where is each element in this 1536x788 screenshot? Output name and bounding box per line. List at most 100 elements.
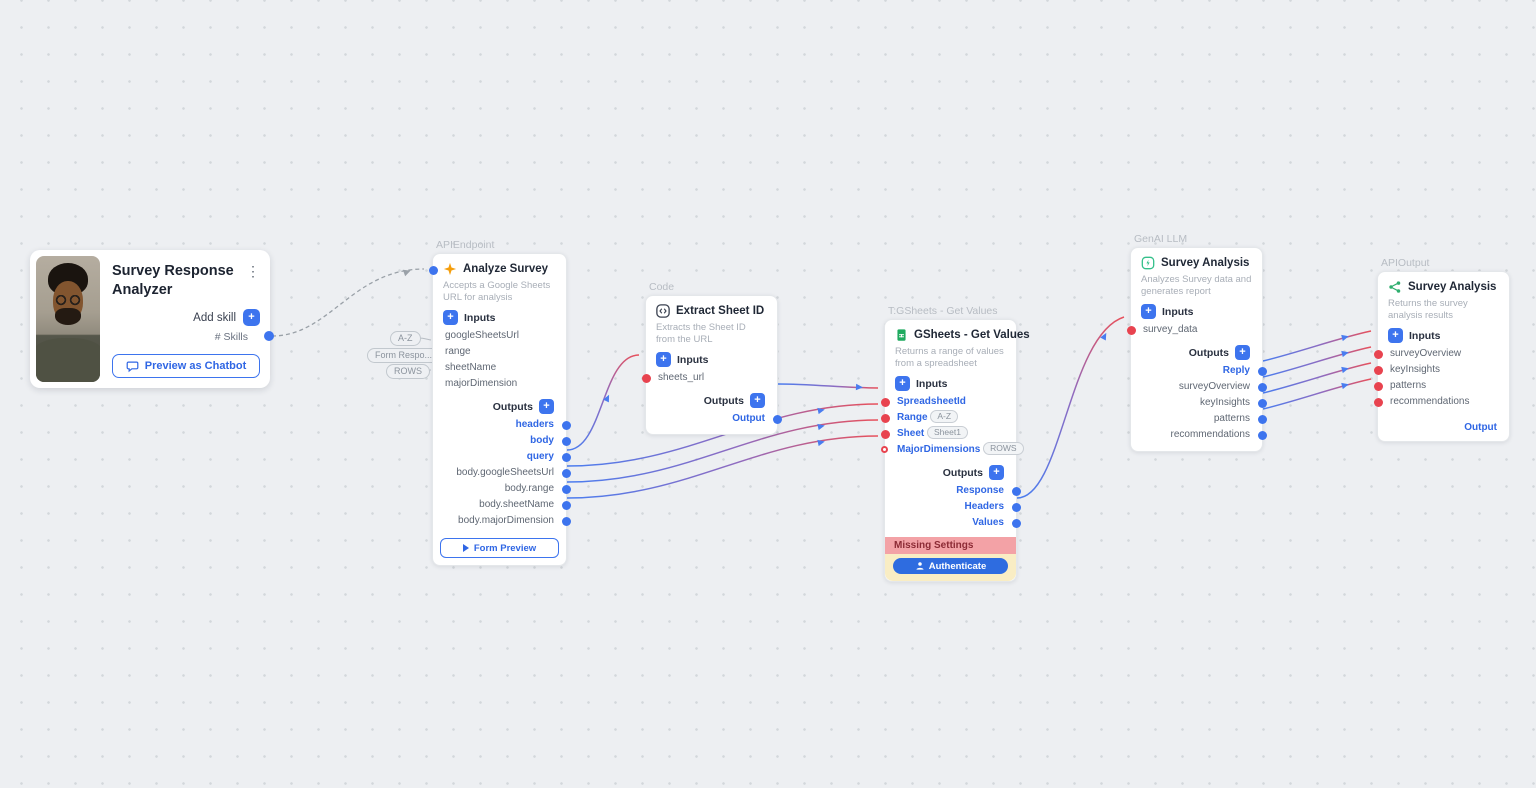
add-input-button[interactable]: + [1141,304,1156,319]
input-port-unconnected[interactable] [880,445,888,453]
port-row[interactable]: sheetName [433,360,566,376]
input-port[interactable] [1126,325,1136,335]
port-row[interactable]: Headers [885,499,1021,515]
skills-output-port[interactable] [264,331,274,341]
port-row[interactable]: survey_data [1126,322,1262,338]
agent-card[interactable]: Survey Response Analyzer ⋮ Add skill + #… [30,250,274,388]
default-pill-majordimension[interactable]: ROWS [386,364,430,379]
port-row[interactable]: query [433,449,571,465]
port-row[interactable]: Values [885,515,1021,531]
add-output-button[interactable]: + [989,465,1004,480]
node-gsheets[interactable]: T:GSheets - Get Values GSheets - Get Val… [880,305,1030,582]
connection-edge[interactable] [566,435,879,499]
output-port[interactable] [561,468,571,478]
port-row[interactable]: keyInsights [1373,362,1509,378]
port-row[interactable]: body.googleSheetsUrl [433,465,571,481]
port-row[interactable]: body.sheetName [433,497,571,513]
default-value-pill[interactable]: A-Z [930,410,959,423]
port-row[interactable]: Reply [1131,363,1267,379]
node-api-output[interactable]: APIOutput Survey Analysis Returns the su… [1373,257,1510,442]
port-row[interactable]: Response [885,483,1021,499]
port-row[interactable]: range [433,344,566,360]
output-port[interactable] [772,414,782,424]
add-output-button[interactable]: + [1235,345,1250,360]
port-row[interactable]: body [433,433,571,449]
connection-edge[interactable] [1262,330,1372,362]
port-row[interactable]: SpreadsheetId [880,394,1016,410]
port-row[interactable]: MajorDimensions ROWS [880,442,1024,458]
port-label: sheetName [445,362,497,373]
output-port[interactable] [1011,486,1021,496]
input-port[interactable] [880,429,890,439]
port-row[interactable]: keyInsights [1131,395,1267,411]
authenticate-button[interactable]: Authenticate [893,558,1008,574]
default-pill-sheetname[interactable]: Form Respo... [367,348,441,363]
output-port[interactable] [1257,430,1267,440]
output-port[interactable] [1011,518,1021,528]
node-genai-llm[interactable]: GenAI LLM Survey Analysis Analyzes Surve… [1126,233,1267,452]
connection-edge[interactable] [777,383,879,389]
port-row[interactable]: surveyOverview [1373,346,1509,362]
node-api-endpoint[interactable]: APIEndpoint Analyze Survey Accepts a Goo… [428,239,571,566]
port-row[interactable]: surveyOverview [1131,379,1267,395]
add-skill-button[interactable]: + [243,309,260,326]
connection-edge-skills[interactable] [271,268,425,337]
output-port[interactable] [561,500,571,510]
add-output-button[interactable]: + [539,399,554,414]
input-port[interactable] [1373,381,1383,391]
output-port[interactable] [561,420,571,430]
port-row[interactable]: sheets_url [641,370,777,386]
input-port[interactable] [880,397,890,407]
port-row[interactable]: Sheet Sheet1 [880,426,1016,442]
port-row[interactable]: patterns [1373,378,1509,394]
output-port[interactable] [561,436,571,446]
node-code[interactable]: Code Extract Sheet ID Extracts the Sheet… [641,281,782,435]
connection-edge[interactable] [566,419,879,483]
port-row[interactable]: majorDimension [433,376,566,392]
add-input-button[interactable]: + [443,310,458,325]
input-port[interactable] [428,266,438,275]
default-value-pill[interactable]: Sheet1 [927,426,968,439]
output-port[interactable] [561,484,571,494]
connection-edge[interactable] [1016,316,1125,499]
output-port[interactable] [1257,382,1267,392]
input-port[interactable] [880,413,890,423]
add-input-button[interactable]: + [1388,328,1403,343]
arrowhead-icon [855,383,863,391]
output-port[interactable] [1011,502,1021,512]
add-input-button[interactable]: + [656,352,671,367]
preview-as-chatbot-button[interactable]: Preview as Chatbot [112,354,260,378]
output-port[interactable] [1257,366,1267,376]
port-row[interactable]: body.majorDimension [433,513,571,529]
port-row[interactable]: headers [433,417,571,433]
add-output-button[interactable]: + [750,393,765,408]
connection-edge[interactable] [1262,346,1372,378]
port-row[interactable]: Output [646,411,782,427]
input-port[interactable] [641,373,651,383]
connection-edge[interactable] [1262,378,1372,410]
add-input-button[interactable]: + [895,376,910,391]
input-port[interactable] [1373,397,1383,407]
input-port[interactable] [1373,349,1383,359]
port-label: body.sheetName [479,499,554,510]
output-port[interactable] [561,516,571,526]
input-port[interactable] [1373,365,1383,375]
default-value-pill[interactable]: ROWS [983,442,1024,455]
connection-edge[interactable] [566,354,640,451]
connection-edge[interactable] [1262,362,1372,394]
connection-edge[interactable] [566,403,879,467]
port-row[interactable]: patterns [1131,411,1267,427]
output-port[interactable] [561,452,571,462]
form-preview-button[interactable]: Form Preview [440,538,559,558]
output-port[interactable] [1257,398,1267,408]
port-row[interactable]: body.range [433,481,571,497]
port-label: body [530,435,554,446]
kebab-menu-icon[interactable]: ⋮ [246,263,260,279]
port-row[interactable]: recommendations [1373,394,1509,410]
port-row[interactable]: recommendations [1131,427,1267,443]
default-pill-range[interactable]: A-Z [390,331,421,346]
output-port[interactable] [1257,414,1267,424]
port-row[interactable]: Range A-Z [880,410,1016,426]
port-row[interactable]: googleSheetsUrl [433,328,566,344]
